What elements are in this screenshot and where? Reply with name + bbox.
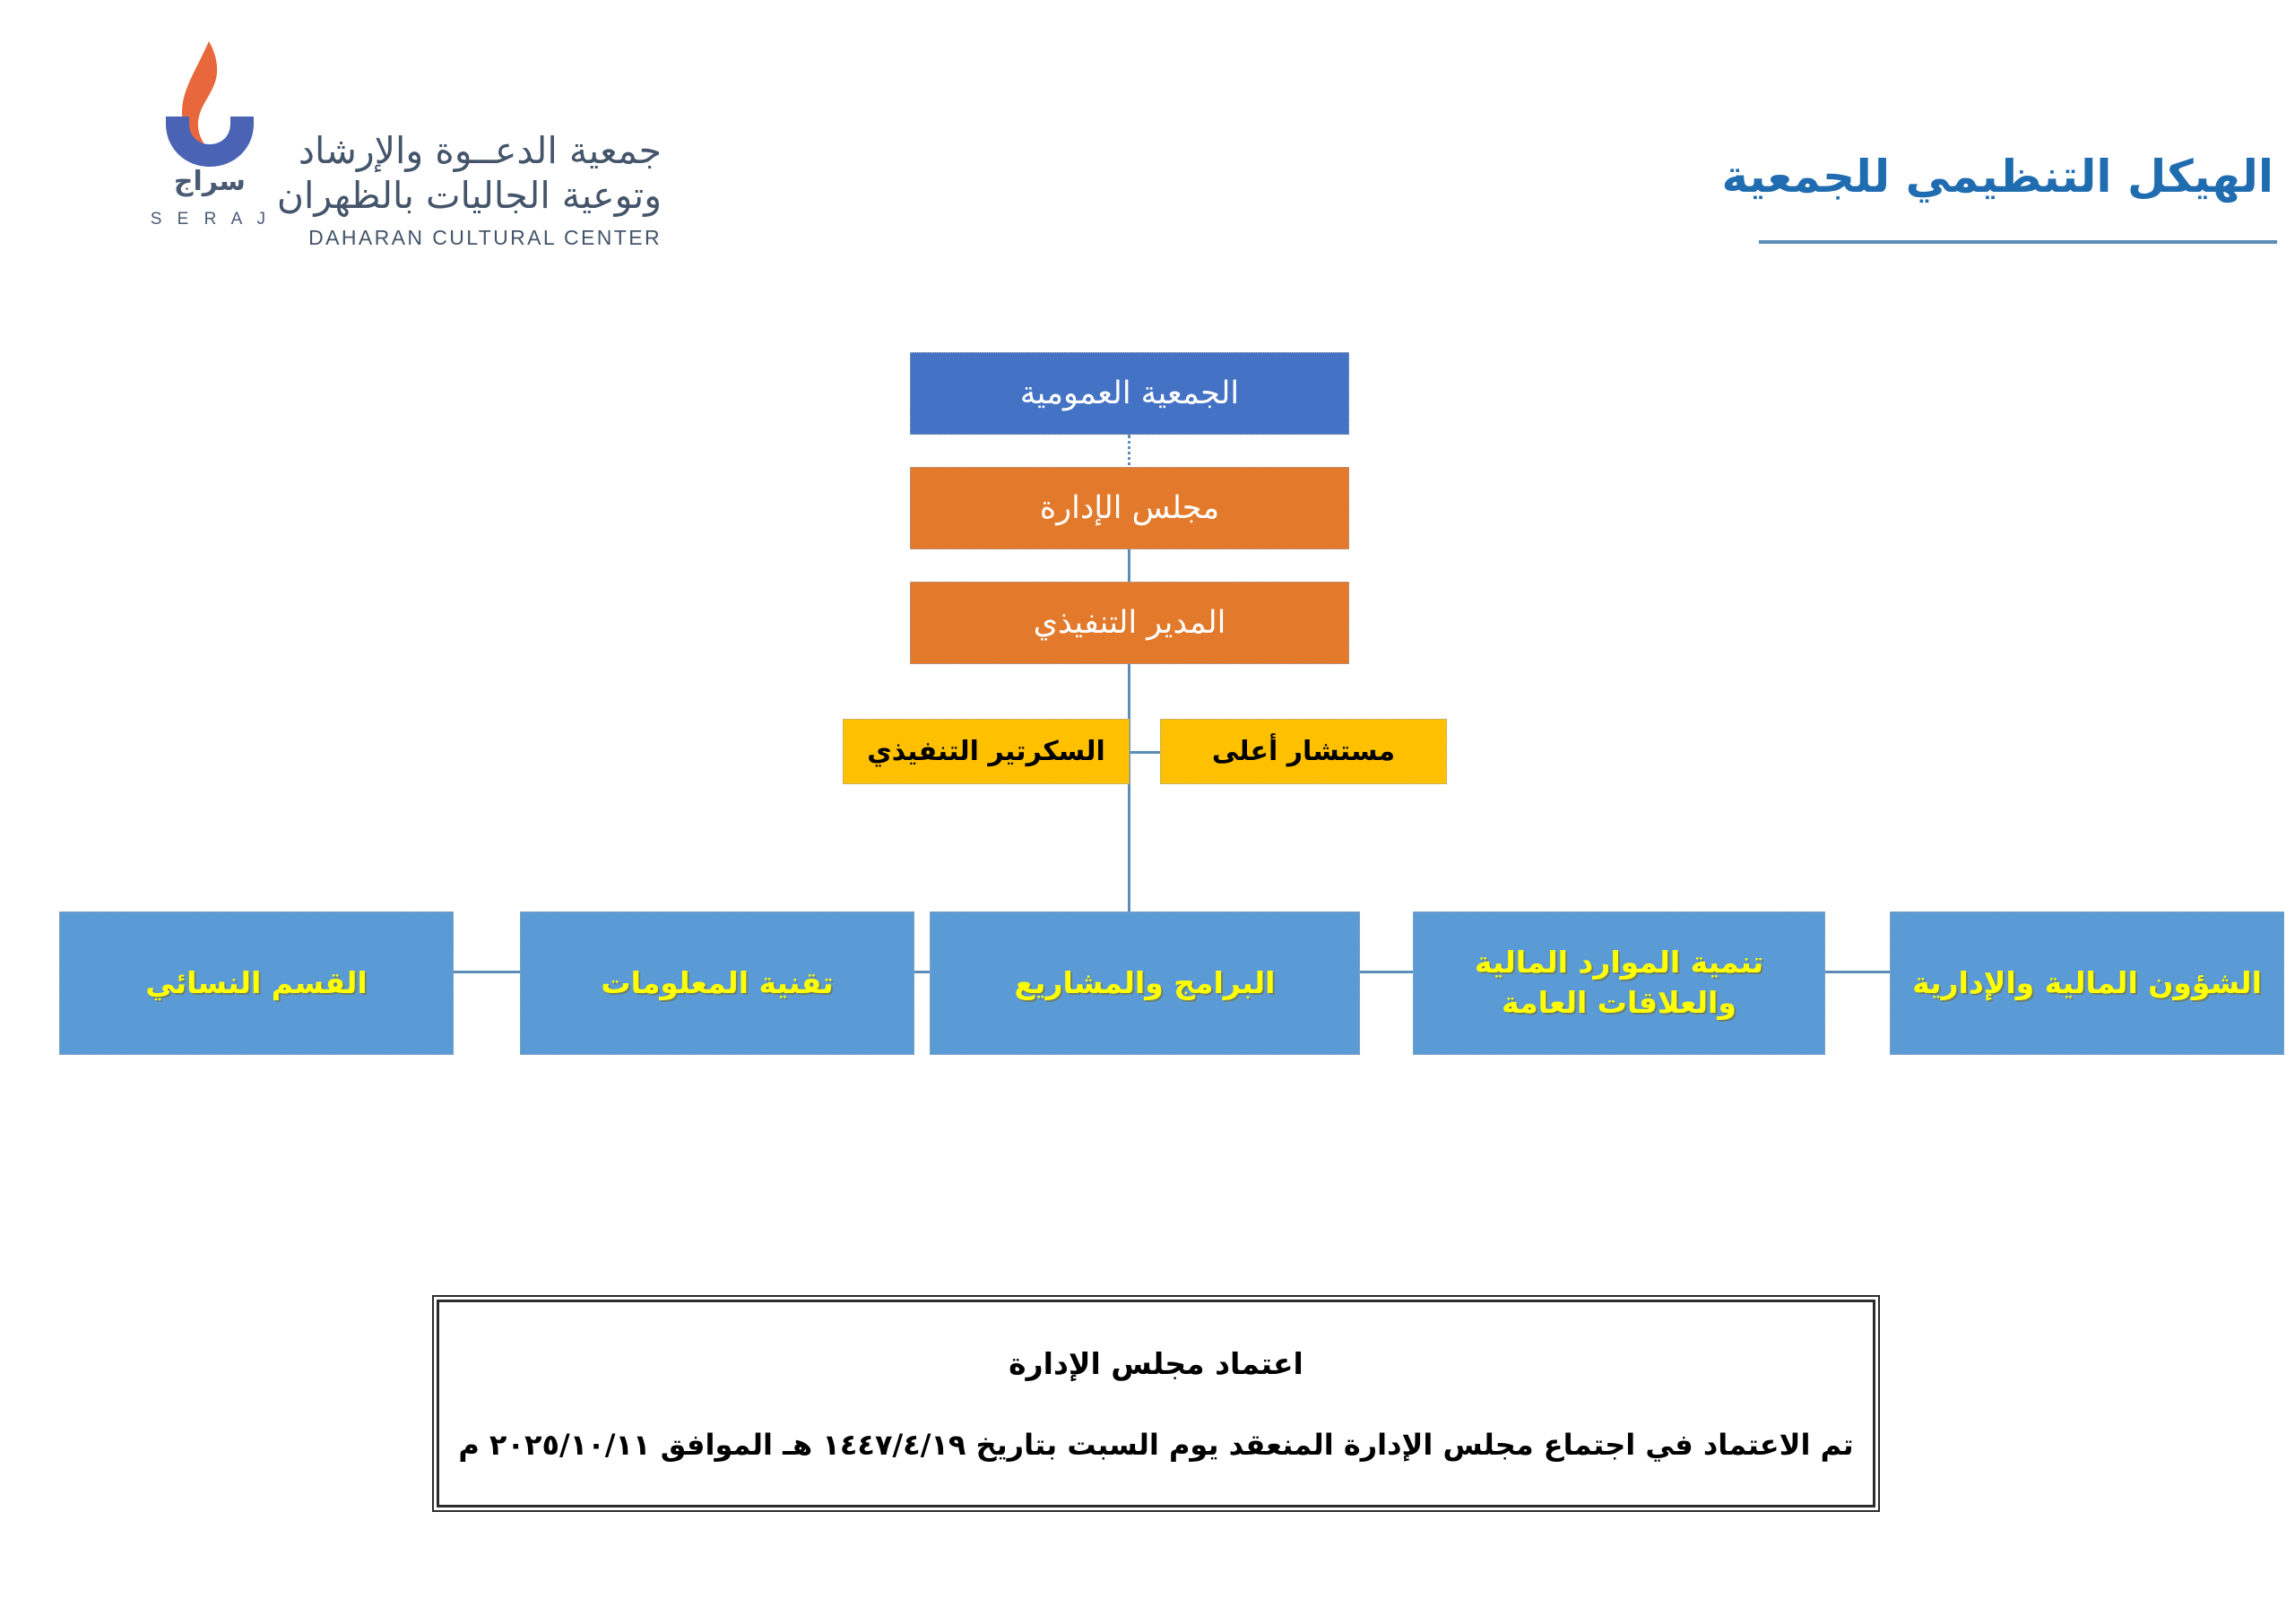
- node-board-of-directors-label: مجلس الإدارة: [1039, 490, 1220, 526]
- node-information-technology-label: تقنية المعلومات: [601, 964, 834, 1000]
- node-senior-advisor-label: مستشار أعلى: [1211, 736, 1396, 767]
- node-general-assembly-label: الجمعية العمومية: [1019, 376, 1240, 411]
- node-programs-and-projects-label: البرامج والمشاريع: [1014, 964, 1276, 1000]
- logo-latin-name: DAHARAN CULTURAL CENTER: [308, 226, 662, 250]
- node-financial-administrative-affairs-label: الشؤون المالية والإدارية: [1912, 964, 2262, 1000]
- node-womens-section[interactable]: القسم النسائي: [59, 911, 454, 1055]
- node-womens-section-label: القسم النسائي: [145, 964, 368, 1000]
- node-resource-development-label: تنمية الموارد المالية والعلاقات العامة: [1474, 945, 1764, 1020]
- logo-arabic-line-1: جمعية الدعــوة والإرشاد: [298, 129, 662, 172]
- node-financial-administrative-affairs[interactable]: الشؤون المالية والإدارية: [1890, 911, 2284, 1055]
- node-executive-director-label: المدير التنفيذي: [1033, 605, 1226, 641]
- connector-assembly-to-board: [1128, 435, 1130, 478]
- approval-statement: تم الاعتماد في اجتماع مجلس الإدارة المنع…: [458, 1427, 1854, 1462]
- logo-text-block: جمعية الدعــوة والإرشاد وتوعية الجاليات …: [277, 34, 662, 250]
- node-resource-development[interactable]: تنمية الموارد المالية والعلاقات العامة: [1413, 911, 1825, 1055]
- approval-title: اعتماد مجلس الإدارة: [1009, 1345, 1303, 1381]
- title-underline-rule: [1759, 240, 2277, 244]
- seraj-lamp-icon: سراج S E R A J: [143, 34, 277, 245]
- seraj-arabic-wordmark: سراج: [173, 166, 246, 197]
- connector-director-trunk: [1128, 664, 1130, 971]
- node-executive-secretary[interactable]: السكرتير التنفيذي: [843, 719, 1130, 784]
- node-executive-director[interactable]: المدير التنفيذي: [910, 582, 1349, 664]
- organization-logo: سراج S E R A J جمعية الدعــوة والإرشاد و…: [70, 34, 662, 258]
- board-approval-box: اعتماد مجلس الإدارة تم الاعتماد في اجتما…: [432, 1295, 1880, 1512]
- page-title: الهيكل التنظيمي للجمعية: [1721, 151, 2273, 203]
- connector-board-to-director: [1128, 549, 1130, 592]
- node-general-assembly[interactable]: الجمعية العمومية: [910, 352, 1349, 435]
- seraj-latin-wordmark: S E R A J: [150, 210, 271, 229]
- node-information-technology[interactable]: تقنية المعلومات: [520, 911, 914, 1055]
- org-chart: الجمعية العمومية مجلس الإدارة المدير الت…: [59, 352, 2284, 1055]
- node-executive-secretary-label: السكرتير التنفيذي: [867, 736, 1105, 767]
- node-board-of-directors[interactable]: مجلس الإدارة: [910, 467, 1349, 549]
- node-senior-advisor[interactable]: مستشار أعلى: [1160, 719, 1447, 784]
- logo-arabic-line-2: وتوعية الجاليات بالظهران: [276, 174, 662, 218]
- node-programs-and-projects[interactable]: البرامج والمشاريع: [930, 911, 1360, 1055]
